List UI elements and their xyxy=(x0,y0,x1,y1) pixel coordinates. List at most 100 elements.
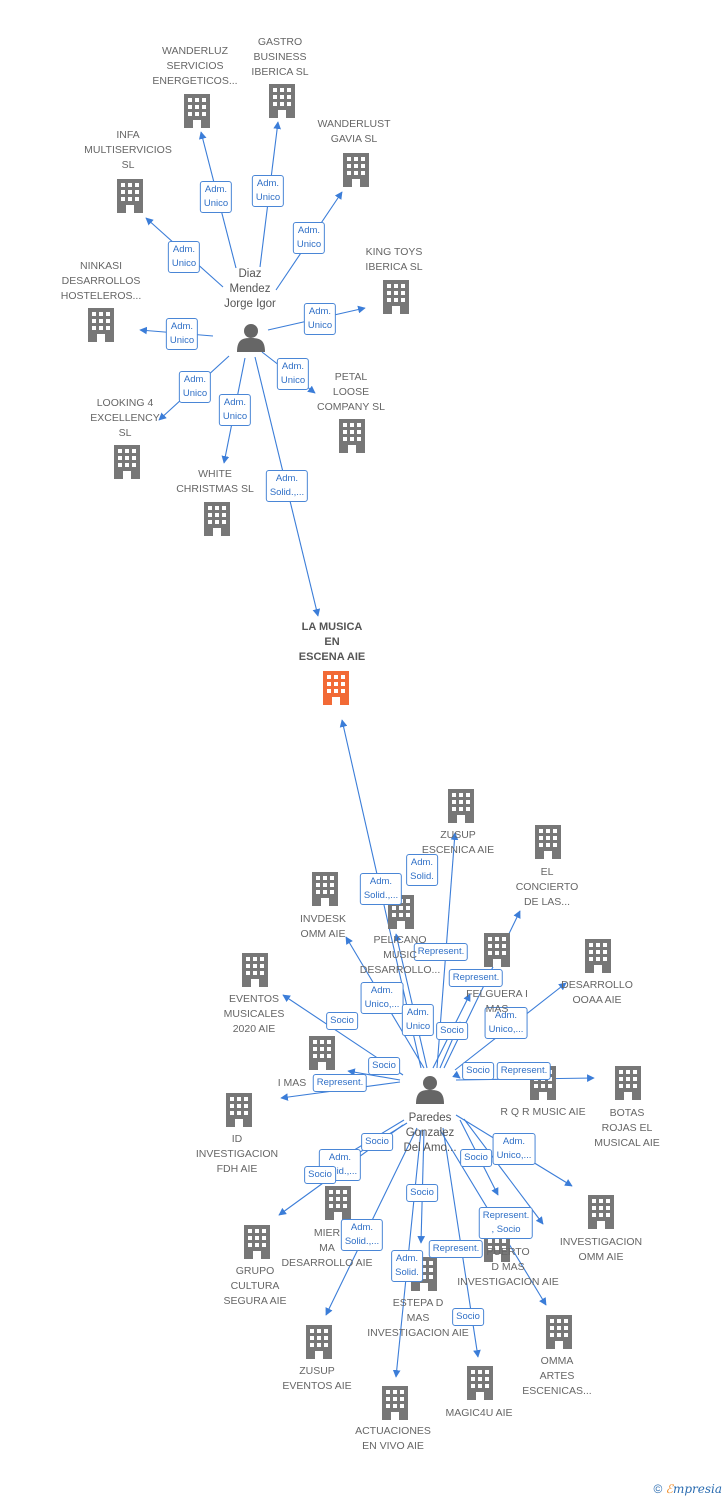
edge-role-label: Socio xyxy=(452,1308,484,1326)
company-label[interactable]: OMMA ARTES ESCENICAS... xyxy=(522,1355,592,1397)
edge-role-label: Adm. Unico xyxy=(401,1004,435,1036)
edge-role-label: Socio xyxy=(361,1133,393,1151)
building-icon[interactable] xyxy=(585,939,611,973)
company-label[interactable]: KING TOYS IBERICA SL xyxy=(365,246,423,273)
edge-role-label: Adm. Unico xyxy=(251,175,285,207)
brand-logo-e: ℰ xyxy=(665,1482,673,1496)
building-icon[interactable] xyxy=(343,153,369,187)
focus-company-label[interactable]: LA MUSICA EN ESCENA AIE xyxy=(298,621,366,663)
edge-role-label: Adm. Solid.,... xyxy=(340,1219,384,1251)
edge-role-label: Socio xyxy=(462,1062,494,1080)
building-icon[interactable] xyxy=(312,872,338,906)
edge-role-label: Adm. Unico xyxy=(303,303,337,335)
company-label[interactable]: BOTAS ROJAS EL MUSICAL AIE xyxy=(594,1107,660,1149)
edge-role-label: Adm. Solid.,... xyxy=(318,1149,362,1181)
building-icon[interactable] xyxy=(204,502,230,536)
company-label[interactable]: ZUSUP ESCENICA AIE xyxy=(421,829,495,856)
building-icon[interactable] xyxy=(467,1366,493,1400)
edge-role-label: Represent. , Socio xyxy=(478,1207,534,1239)
edge-role-label: Adm. Unico xyxy=(199,181,233,213)
edge-role-label: Adm. Unico xyxy=(165,318,199,350)
building-icon[interactable] xyxy=(226,1093,252,1127)
company-label[interactable]: PUERTO D MAS INVESTIGACION AIE xyxy=(457,1246,559,1288)
person-icon[interactable] xyxy=(416,1076,444,1104)
edge-role-label: Adm. Unico xyxy=(178,371,212,403)
building-icon[interactable] xyxy=(448,789,474,823)
building-icon[interactable] xyxy=(323,671,349,705)
edge-role-label: Represent. xyxy=(448,969,504,987)
building-icon[interactable] xyxy=(615,1066,641,1100)
edges-layer xyxy=(139,121,595,1378)
company-label[interactable]: FELGUERA I MAS xyxy=(466,988,528,1015)
building-icon[interactable] xyxy=(382,1386,408,1420)
edge-role-label: Adm. Unico xyxy=(167,241,201,273)
company-label[interactable]: ACTUACIONES EN VIVO AIE xyxy=(355,1425,431,1452)
edge-role-label: Socio xyxy=(326,1012,358,1030)
edge-role-label: Socio xyxy=(304,1166,336,1184)
company-label[interactable]: WANDERLUZ SERVICIOS ENERGETICOS... xyxy=(152,45,238,87)
building-icon[interactable] xyxy=(535,825,561,859)
relation-edge xyxy=(347,1068,401,1081)
edge-role-label: Represent. xyxy=(413,943,469,961)
building-icon[interactable] xyxy=(484,933,510,967)
company-label[interactable]: ESTEPA D MAS INVESTIGACION AIE xyxy=(367,1297,469,1339)
company-label[interactable]: MAGIC4U AIE xyxy=(445,1407,513,1419)
edge-role-label: Adm. Unico,... xyxy=(360,982,404,1014)
building-icon[interactable] xyxy=(546,1315,572,1349)
building-icon[interactable] xyxy=(325,1186,351,1220)
edge-role-label: Represent. xyxy=(312,1074,368,1092)
building-icon[interactable] xyxy=(114,445,140,479)
copyright-notice: © ℰmpresia xyxy=(653,1482,722,1496)
company-label[interactable]: MIER MA DESARROLLO AIE xyxy=(281,1227,373,1269)
building-icon[interactable] xyxy=(88,308,114,342)
relation-edge xyxy=(452,1070,461,1079)
edge-role-label: Adm. Solid. xyxy=(391,1250,423,1282)
edge-role-label: Represent. xyxy=(496,1062,552,1080)
brand-logo-text: mpresia xyxy=(672,1482,722,1496)
relation-edge xyxy=(463,1118,544,1225)
edge-role-label: Adm. Unico,... xyxy=(484,1007,528,1039)
company-label[interactable]: GRUPO CULTURA SEGURA AIE xyxy=(223,1265,287,1307)
edge-role-label: Socio xyxy=(406,1184,438,1202)
person-label[interactable]: Paredes Gonzalez Del Amo... xyxy=(403,1112,457,1154)
company-label[interactable]: INFA MULTISERVICIOS SL xyxy=(84,129,172,171)
building-icon[interactable] xyxy=(117,179,143,213)
company-label[interactable]: NINKASI DESARROLLOS HOSTELEROS... xyxy=(60,260,142,302)
building-icon[interactable] xyxy=(588,1195,614,1229)
building-icon[interactable] xyxy=(383,280,409,314)
relation-edge xyxy=(393,933,428,1069)
building-icon[interactable] xyxy=(269,84,295,118)
company-label[interactable]: GASTRO BUSINESS IBERICA SL xyxy=(251,36,309,78)
company-label[interactable]: LOOKING 4 EXCELLENCY SL xyxy=(90,397,160,439)
building-icon[interactable] xyxy=(244,1225,270,1259)
building-icon[interactable] xyxy=(242,953,268,987)
company-label[interactable]: INVESTIGACION OMM AIE xyxy=(559,1236,643,1263)
company-label[interactable]: I MAS xyxy=(277,1077,307,1089)
edge-role-label: Represent. xyxy=(428,1240,484,1258)
company-label[interactable]: EL CONCIERTO DE LAS... xyxy=(515,866,579,908)
edge-role-label: Adm. Solid. xyxy=(406,854,438,886)
building-icon[interactable] xyxy=(184,94,210,128)
edge-role-label: Socio xyxy=(436,1022,468,1040)
company-label[interactable]: DESARROLLO OOAA AIE xyxy=(561,979,633,1006)
edge-role-label: Adm. Unico,... xyxy=(492,1133,536,1165)
company-label[interactable]: PELICANO MUSIC DESARROLLO... xyxy=(359,934,441,976)
edge-role-label: Adm. Solid.,... xyxy=(265,470,309,502)
company-label[interactable]: ID INVESTIGACION FDH AIE xyxy=(195,1133,279,1175)
edge-role-label: Adm. Unico xyxy=(292,222,326,254)
company-label[interactable]: R Q R MUSIC AIE xyxy=(500,1106,586,1118)
building-icon[interactable] xyxy=(309,1036,335,1070)
edge-role-label: Adm. Unico xyxy=(218,394,252,426)
company-label[interactable]: WANDERLUST GAVIA SL xyxy=(317,118,391,145)
edge-role-label: Adm. Solid.,... xyxy=(359,873,403,905)
person-label[interactable]: Diaz Mendez Jorge Igor xyxy=(224,268,276,310)
company-label[interactable]: WHITE CHRISTMAS SL xyxy=(176,468,254,495)
company-label[interactable]: PETAL LOOSE COMPANY SL xyxy=(317,371,385,413)
company-label[interactable]: INVDESK OMM AIE xyxy=(299,913,347,940)
person-icon[interactable] xyxy=(237,324,265,352)
building-icon[interactable] xyxy=(306,1325,332,1359)
building-icon[interactable] xyxy=(339,419,365,453)
company-label[interactable]: EVENTOS MUSICALES 2020 AIE xyxy=(223,993,285,1035)
company-label[interactable]: ZUSUP EVENTOS AIE xyxy=(282,1365,352,1392)
